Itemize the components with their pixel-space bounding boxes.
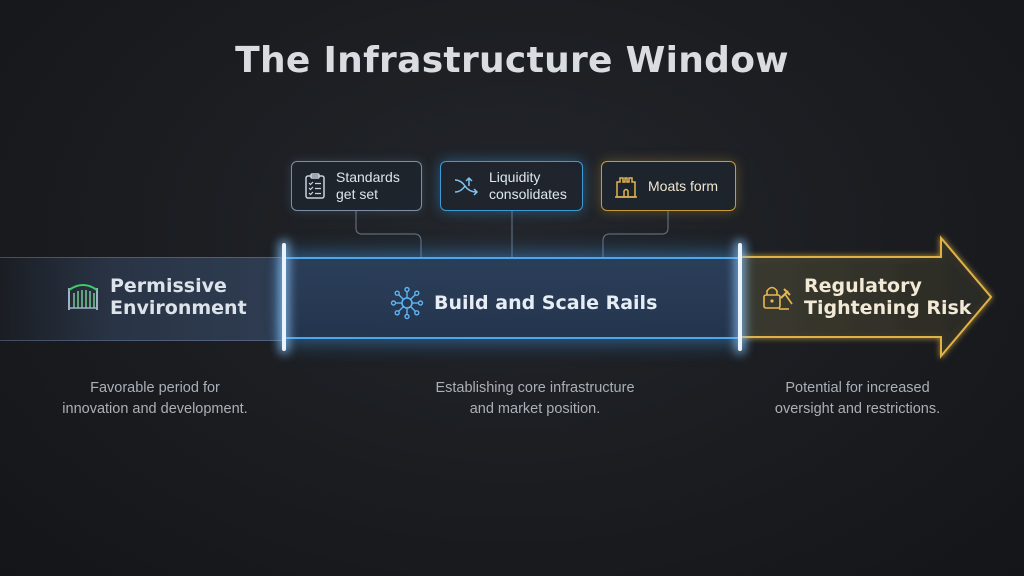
segment-regulatory-description: Potential for increased oversight and re… bbox=[774, 380, 941, 417]
segment-permissive-description: Favorable period for innovation and deve… bbox=[62, 380, 248, 417]
merge-arrows-icon bbox=[453, 174, 479, 198]
callout-standards: Standards get set bbox=[291, 161, 422, 211]
segment-build-band bbox=[285, 257, 740, 339]
timeline-divider-end bbox=[738, 243, 742, 351]
callout-liquidity: Liquidity consolidates bbox=[440, 161, 583, 211]
callout-moats-label: Moats form bbox=[648, 177, 719, 194]
callout-liquidity-label: Liquidity consolidates bbox=[489, 169, 567, 202]
segment-build-label: Build and Scale Rails bbox=[390, 286, 657, 320]
timeline-divider-start bbox=[282, 243, 286, 351]
callout-standards-label: Standards get set bbox=[336, 169, 400, 202]
callout-moats: Moats form bbox=[601, 161, 736, 211]
segment-permissive-band bbox=[0, 257, 285, 341]
network-hub-icon bbox=[390, 286, 424, 320]
segment-permissive-title: Permissive Environment bbox=[110, 275, 247, 319]
lock-gavel-icon bbox=[762, 282, 794, 312]
segment-regulatory-title: Regulatory Tightening Risk bbox=[804, 275, 972, 319]
segment-permissive-label: Permissive Environment bbox=[66, 275, 247, 319]
segment-regulatory-label: Regulatory Tightening Risk bbox=[762, 275, 971, 319]
page-title: The Infrastructure Window bbox=[235, 40, 789, 81]
segment-build-title: Build and Scale Rails bbox=[434, 292, 658, 314]
castle-tower-icon bbox=[614, 173, 638, 199]
clipboard-checklist-icon bbox=[304, 172, 326, 200]
gate-icon bbox=[66, 282, 100, 312]
segment-regulatory-arrow bbox=[739, 235, 993, 359]
segment-build-description: Establishing core infrastructure and mar… bbox=[435, 380, 635, 417]
